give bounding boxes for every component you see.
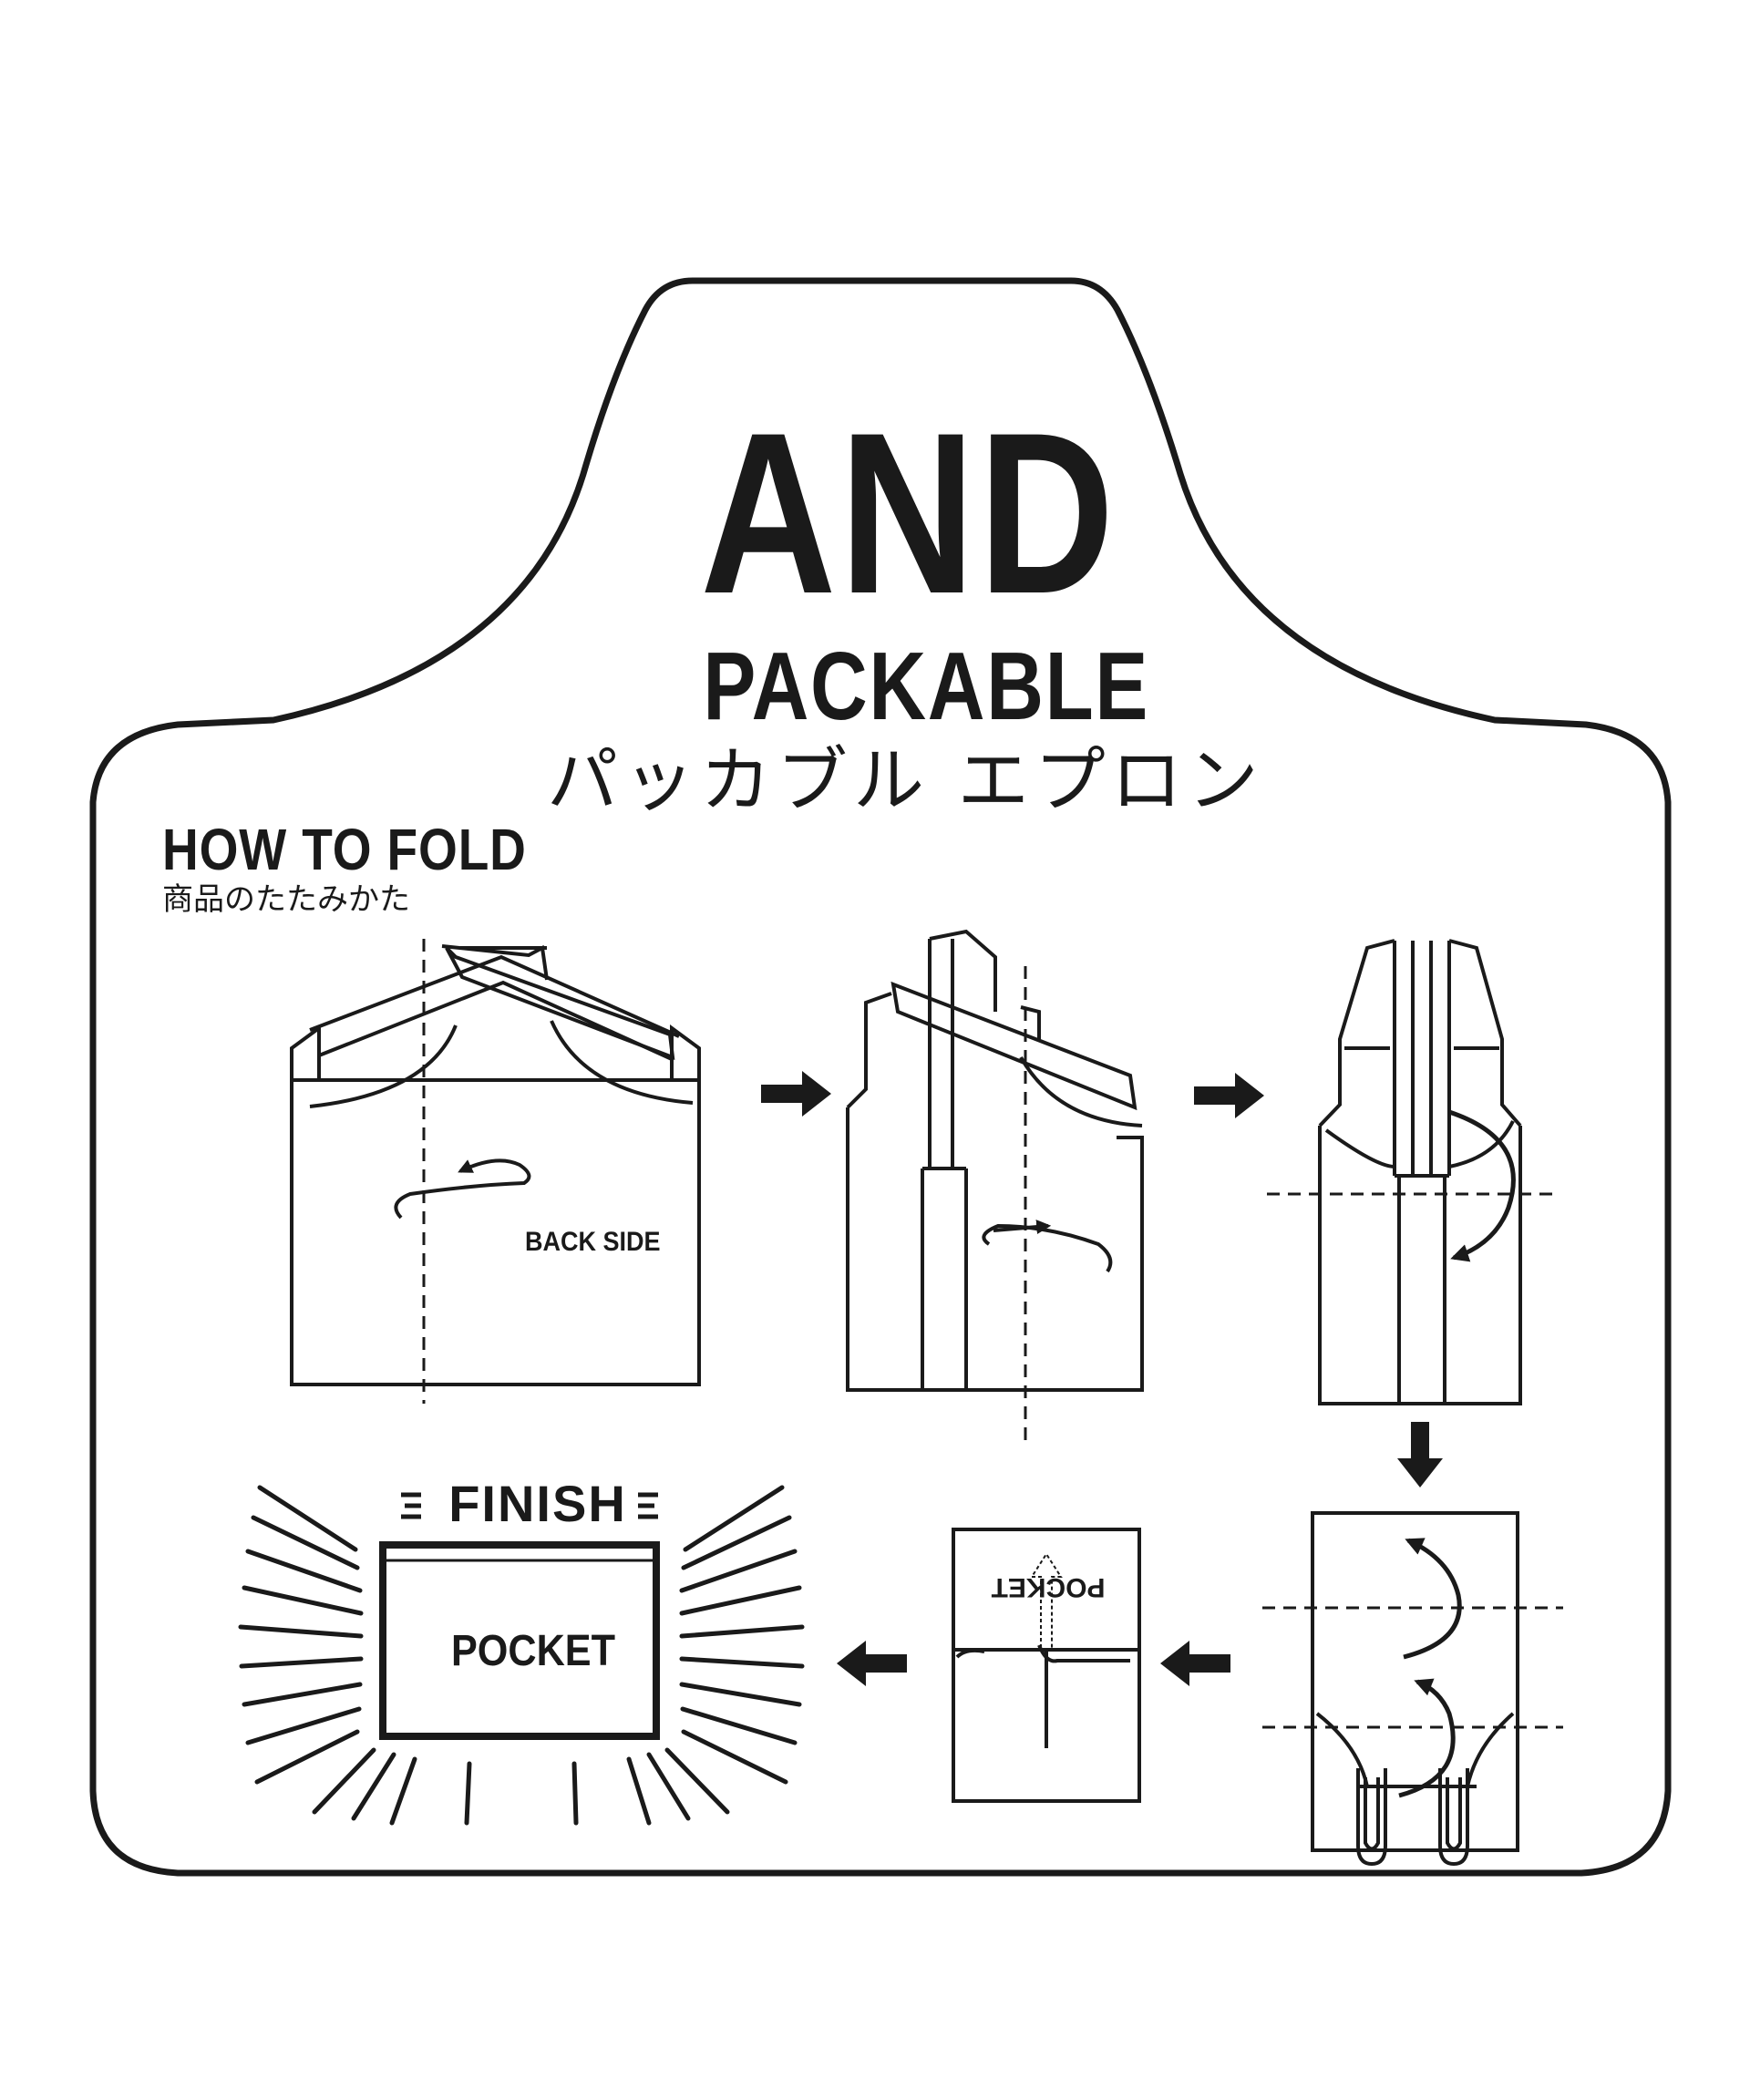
back-side-label: BACK SIDE: [525, 1227, 661, 1257]
arrow-left-1-icon: [1160, 1641, 1230, 1686]
product-name-jp: パッカブル エプロン: [547, 740, 1264, 822]
finish-pocket: [379, 1492, 660, 1740]
arrow-right-2-icon: [1194, 1073, 1264, 1118]
apron-outline: [89, 277, 1672, 1877]
brand-subtitle: PACKABLE: [703, 633, 1149, 740]
finish-label: FINISH: [448, 1475, 627, 1532]
finish-pocket-label: POCKET: [450, 1627, 615, 1675]
fold-step-4: [1262, 1511, 1563, 1867]
arrow-right-1-icon: [761, 1071, 831, 1117]
fold-step-3: [1267, 939, 1559, 1405]
fold-step-2: [846, 929, 1144, 1440]
instructions-heading: HOW TO FOLD: [162, 817, 527, 882]
step5-pocket-label: POCKET: [991, 1572, 1106, 1602]
arrow-left-2-icon: [837, 1641, 907, 1686]
finish-burst-lines: [238, 1485, 805, 1826]
fold-step-5: [952, 1528, 1141, 1803]
arrow-down-icon: [1397, 1422, 1443, 1488]
fold-step-1: [290, 939, 701, 1404]
brand-title: AND: [700, 386, 1117, 642]
instructions-heading-jp: 商品のたたみかた: [162, 881, 410, 918]
